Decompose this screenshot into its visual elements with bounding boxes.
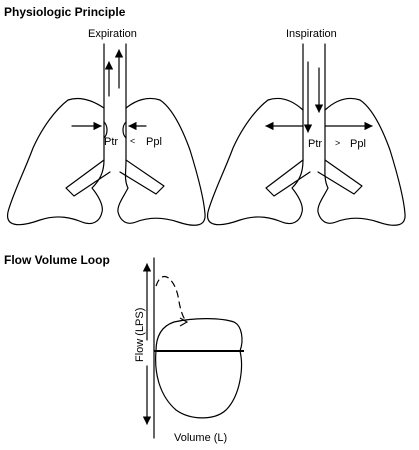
expiration-right-bronchus <box>119 159 165 195</box>
expiration-lung-diagram: Expiration Ptr < Ppl <box>7 28 206 226</box>
dashed-curve-arrowhead <box>179 317 189 327</box>
inspiration-label: Inspiration <box>286 28 337 40</box>
flow-volume-loop-heading: Flow Volume Loop <box>4 253 110 267</box>
expiration-label: Expiration <box>88 28 137 40</box>
inspiration-ptr-label: Ptr <box>308 138 322 150</box>
inspiration-right-bronchus <box>317 159 363 195</box>
inspiration-left-bronchus <box>265 159 311 197</box>
expiration-ptr-label: Ptr <box>104 136 118 148</box>
expiration-right-lung <box>117 97 206 226</box>
expiratory-limb-flattened <box>155 318 243 352</box>
expiration-less-than-sign: < <box>130 136 135 146</box>
expiration-ppl-label: Ppl <box>146 136 162 148</box>
inspiration-left-lung <box>207 97 304 226</box>
flow-volume-loop-diagram: Flow (LPS) Volume (L) <box>134 257 244 444</box>
expiration-left-bronchus <box>65 159 111 197</box>
inspiratory-limb <box>155 350 243 419</box>
expiration-left-lung <box>7 97 105 226</box>
inspiration-right-lung <box>317 97 406 226</box>
inspiration-lung-diagram: Inspiration Ptr > Ppl <box>207 28 406 226</box>
expiration-airway-narrowing-right <box>122 121 127 139</box>
inspiration-ppl-label: Ppl <box>350 138 366 150</box>
inspiration-greater-than-sign: > <box>335 138 340 148</box>
expiration-airway-narrowing-left <box>103 121 108 139</box>
physiologic-principle-heading: Physiologic Principle <box>4 5 126 19</box>
volume-axis-label: Volume (L) <box>174 432 227 444</box>
normal-expiratory-curve-dashed <box>155 275 187 322</box>
flow-axis-label: Flow (LPS) <box>134 308 146 362</box>
